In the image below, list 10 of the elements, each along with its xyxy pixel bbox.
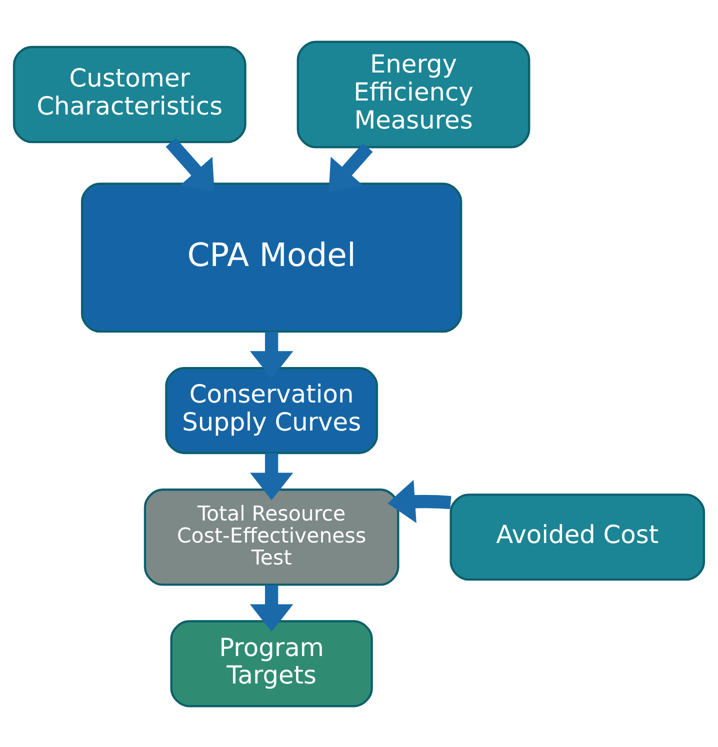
arrow bbox=[388, 479, 452, 523]
node-box: Conservation Supply Curves bbox=[165, 366, 378, 454]
node-box: Program Targets bbox=[170, 620, 373, 707]
node-box: Total Resource Cost-Effectiveness Test bbox=[144, 488, 400, 586]
node-box: Avoided Cost bbox=[450, 493, 706, 580]
arrow bbox=[250, 584, 294, 632]
node-box: Customer Characteristics bbox=[12, 45, 246, 143]
arrow bbox=[250, 452, 294, 500]
node-box: CPA Model bbox=[81, 182, 462, 332]
node-box: Energy Efficiency Measures bbox=[296, 40, 530, 148]
